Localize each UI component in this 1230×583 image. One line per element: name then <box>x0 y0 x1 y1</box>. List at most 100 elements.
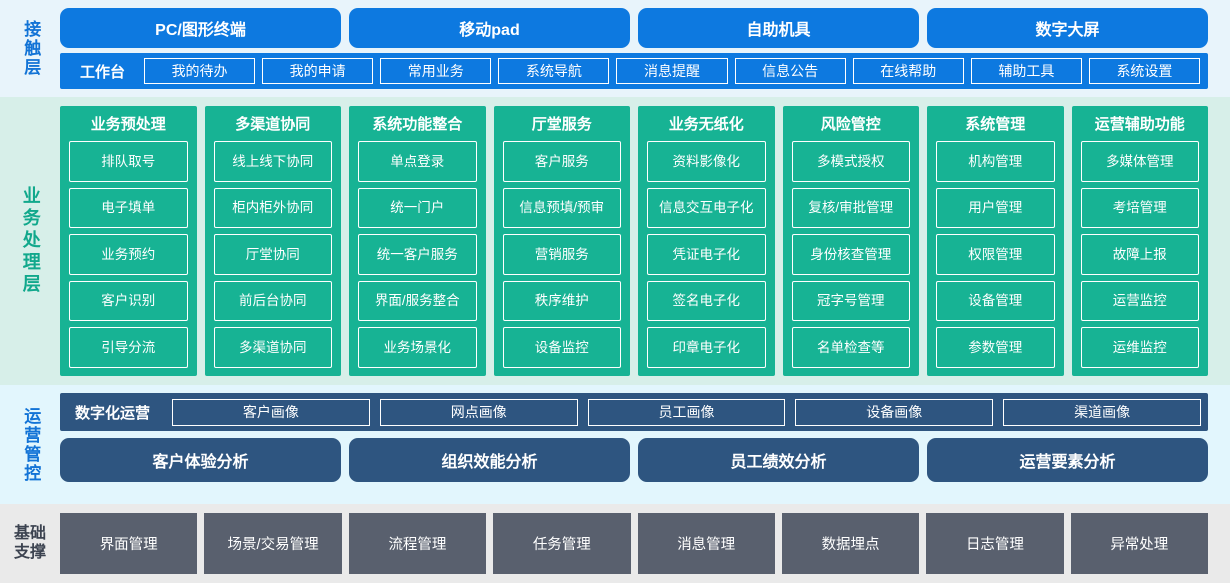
business-item[interactable]: 机构管理 <box>936 141 1055 182</box>
business-item[interactable]: 电子填单 <box>69 187 188 229</box>
business-column-title: 业务无纸化 <box>668 116 744 133</box>
analysis-organizational-effectiveness[interactable]: 组织效能分析 <box>349 438 630 482</box>
business-item[interactable]: 多渠道协同 <box>213 327 332 368</box>
business-item[interactable]: 线上线下协同 <box>213 141 332 182</box>
business-item[interactable]: 运维监控 <box>1080 327 1199 368</box>
business-item[interactable]: 信息预填/预审 <box>502 187 621 229</box>
foundation-layer: 基础 支撑 界面管理 场景/交易管理 流程管理 任务管理 消息管理 数据埋点 日… <box>0 504 1230 583</box>
business-item[interactable]: 前后台协同 <box>213 280 332 322</box>
business-item[interactable]: 参数管理 <box>936 327 1055 368</box>
business-column-title: 业务预处理 <box>90 116 166 133</box>
business-column-title: 多渠道协同 <box>235 116 311 133</box>
channel-box-pc[interactable]: PC/图形终端 <box>60 8 341 48</box>
foundation-label-line2: 支撑 <box>13 543 46 561</box>
workbench-item-my-todo[interactable]: 我的待办 <box>144 58 256 84</box>
business-item[interactable]: 考培管理 <box>1080 187 1199 229</box>
business-item[interactable]: 柜内柜外协同 <box>213 187 332 229</box>
workbench-item-system-settings[interactable]: 系统设置 <box>1088 58 1200 84</box>
business-column-multichannel: 多渠道协同 线上线下协同 柜内柜外协同 厅堂协同 前后台协同 多渠道协同 <box>204 106 341 376</box>
business-column-system-management: 系统管理 机构管理 用户管理 权限管理 设备管理 参数管理 <box>927 106 1064 376</box>
business-item[interactable]: 业务场景化 <box>358 327 477 368</box>
business-item[interactable]: 身份核查管理 <box>791 234 910 275</box>
business-column-title: 厅堂服务 <box>531 116 592 133</box>
foundation-item-ui-management[interactable]: 界面管理 <box>60 513 198 574</box>
channel-row: PC/图形终端 移动pad 自助机具 数字大屏 <box>60 8 1208 48</box>
business-column-paperless: 业务无纸化 资料影像化 信息交互电子化 凭证电子化 签名电子化 印章电子化 <box>638 106 775 376</box>
portrait-customer[interactable]: 客户画像 <box>172 398 370 426</box>
analysis-customer-experience[interactable]: 客户体验分析 <box>60 438 341 482</box>
portrait-device[interactable]: 设备画像 <box>795 398 994 426</box>
business-item[interactable]: 名单检查等 <box>791 327 910 368</box>
access-layer-label: 接触层 <box>0 0 60 97</box>
access-layer-body: PC/图形终端 移动pad 自助机具 数字大屏 工作台 我的待办 我的申请 常用… <box>60 0 1230 97</box>
foundation-label-line1: 基础 <box>13 525 46 543</box>
business-item[interactable]: 客户识别 <box>69 280 188 322</box>
business-layer: 业务处理层 业务预处理 排队取号 电子填单 业务预约 客户识别 引导分流 多渠道… <box>0 97 1230 385</box>
channel-box-digital-screen[interactable]: 数字大屏 <box>927 8 1208 48</box>
business-item[interactable]: 运营监控 <box>1080 280 1199 322</box>
portrait-channel[interactable]: 渠道画像 <box>1003 398 1201 426</box>
business-item[interactable]: 业务预约 <box>69 234 188 275</box>
workbench-item-system-navigation[interactable]: 系统导航 <box>498 58 610 84</box>
business-column-title: 风险管控 <box>820 116 881 133</box>
business-item[interactable]: 界面/服务整合 <box>358 280 477 322</box>
digital-operations-title: 数字化运营 <box>75 404 151 422</box>
operations-layer-label: 运营管控 <box>0 385 60 504</box>
foundation-item-task-management[interactable]: 任务管理 <box>493 513 631 574</box>
portrait-branch[interactable]: 网点画像 <box>379 398 578 426</box>
foundation-layer-body: 界面管理 场景/交易管理 流程管理 任务管理 消息管理 数据埋点 日志管理 异常… <box>60 504 1230 583</box>
business-layer-label: 业务处理层 <box>0 97 60 385</box>
business-column-system-integration: 系统功能整合 单点登录 统一门户 统一客户服务 界面/服务整合 业务场景化 <box>349 106 486 376</box>
business-item[interactable]: 故障上报 <box>1080 234 1199 275</box>
business-item[interactable]: 秩序维护 <box>502 280 621 322</box>
business-item[interactable]: 信息交互电子化 <box>647 187 766 229</box>
analysis-employee-performance[interactable]: 员工绩效分析 <box>638 438 919 482</box>
channel-box-mobile-pad[interactable]: 移动pad <box>349 8 630 48</box>
business-item[interactable]: 多模式授权 <box>791 141 910 182</box>
foundation-item-log-management[interactable]: 日志管理 <box>926 513 1064 574</box>
portrait-employee[interactable]: 员工画像 <box>587 398 786 426</box>
channel-box-self-service[interactable]: 自助机具 <box>638 8 919 48</box>
business-item[interactable]: 签名电子化 <box>647 280 766 322</box>
business-item[interactable]: 厅堂协同 <box>213 234 332 275</box>
foundation-item-data-tracking[interactable]: 数据埋点 <box>781 513 920 574</box>
business-item[interactable]: 复核/审批管理 <box>791 187 910 229</box>
business-item[interactable]: 单点登录 <box>358 141 477 182</box>
operations-layer-body: 数字化运营 客户画像 网点画像 员工画像 设备画像 渠道画像 客户体验分析 组织… <box>60 385 1230 504</box>
business-item[interactable]: 统一门户 <box>358 187 477 229</box>
business-column-risk-control: 风险管控 多模式授权 复核/审批管理 身份核查管理 冠字号管理 名单检查等 <box>782 106 919 376</box>
workbench-item-message-alert[interactable]: 消息提醒 <box>616 58 728 84</box>
business-item[interactable]: 排队取号 <box>69 141 188 182</box>
foundation-item-exception-handling[interactable]: 异常处理 <box>1070 513 1208 574</box>
business-column-preprocessing: 业务预处理 排队取号 电子填单 业务预约 客户识别 引导分流 <box>60 106 197 376</box>
business-item[interactable]: 营销服务 <box>502 234 621 275</box>
operations-layer: 运营管控 数字化运营 客户画像 网点画像 员工画像 设备画像 渠道画像 客户体验… <box>0 385 1230 504</box>
business-item[interactable]: 引导分流 <box>69 327 188 368</box>
foundation-item-message-management[interactable]: 消息管理 <box>637 513 775 574</box>
business-item[interactable]: 权限管理 <box>936 234 1055 275</box>
business-item[interactable]: 凭证电子化 <box>647 234 766 275</box>
business-item[interactable]: 用户管理 <box>936 187 1055 229</box>
foundation-item-process-management[interactable]: 流程管理 <box>348 513 487 574</box>
access-layer: 接触层 PC/图形终端 移动pad 自助机具 数字大屏 工作台 我的待办 我的申… <box>0 0 1230 97</box>
workbench-bar: 工作台 我的待办 我的申请 常用业务 系统导航 消息提醒 信息公告 在线帮助 辅… <box>60 53 1208 89</box>
workbench-item-my-application[interactable]: 我的申请 <box>262 58 374 84</box>
business-column-title: 系统管理 <box>965 116 1026 133</box>
workbench-item-announcement[interactable]: 信息公告 <box>734 58 846 84</box>
analysis-operational-factors[interactable]: 运营要素分析 <box>927 438 1208 482</box>
workbench-item-auxiliary-tools[interactable]: 辅助工具 <box>970 58 1082 84</box>
foundation-item-scene-transaction-management[interactable]: 场景/交易管理 <box>204 513 342 574</box>
workbench-item-common-business[interactable]: 常用业务 <box>380 58 492 84</box>
business-item[interactable]: 多媒体管理 <box>1080 141 1199 182</box>
business-item[interactable]: 资料影像化 <box>647 141 766 182</box>
business-item[interactable]: 印章电子化 <box>647 327 766 368</box>
workbench-item-online-help[interactable]: 在线帮助 <box>852 58 964 84</box>
foundation-layer-label: 基础 支撑 <box>0 504 60 583</box>
business-item[interactable]: 冠字号管理 <box>791 280 910 322</box>
business-column-title: 系统功能整合 <box>372 116 463 133</box>
business-item[interactable]: 设备监控 <box>502 327 621 368</box>
business-item[interactable]: 客户服务 <box>502 141 621 182</box>
business-item[interactable]: 统一客户服务 <box>358 234 477 275</box>
business-item[interactable]: 设备管理 <box>936 280 1055 322</box>
